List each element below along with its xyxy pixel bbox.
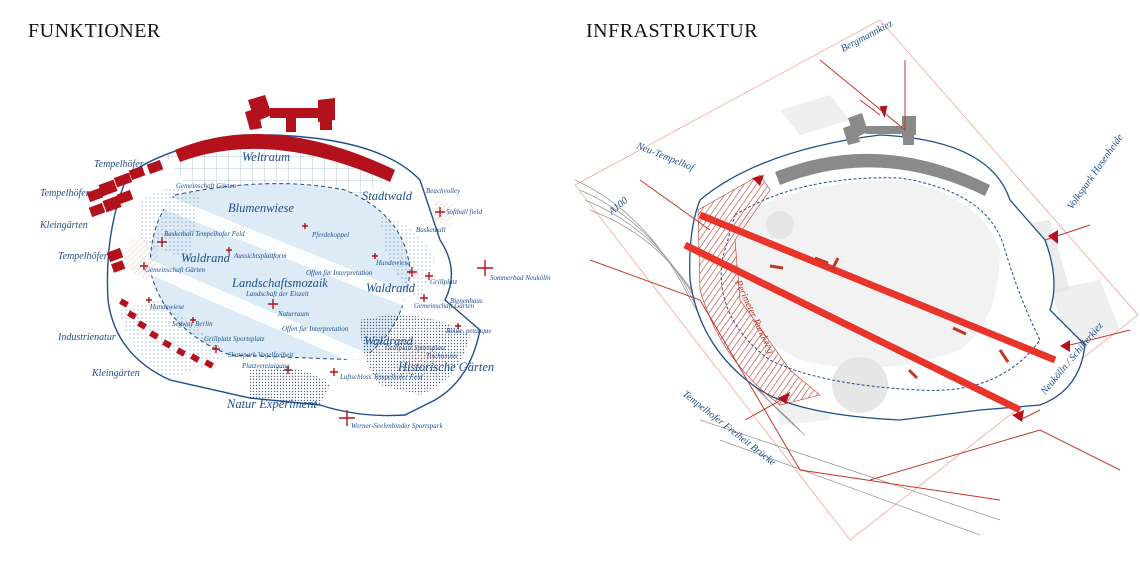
function-markers (140, 207, 493, 426)
label-platzverein: Platzvereinigung (241, 362, 290, 370)
arrow-east-icon (1048, 230, 1058, 244)
label-offen-1: Offen für Interpretation (306, 269, 373, 277)
arrow-west-icon (752, 175, 764, 186)
label-bruecke: Tempelhofer Freiheit Brücke (680, 389, 778, 469)
label-aussicht: Aussichtsplattform (233, 252, 287, 260)
label-bergmannkiez: Bergmannkiez (839, 18, 894, 54)
label-offen-2: Offen für Interpretation (282, 325, 349, 333)
label-natur-experiment: Natur Experiment (226, 397, 317, 411)
label-grillplatz-2: Grillplatz Sportsplatz (204, 335, 265, 343)
label-basketball-1: Basketball (416, 226, 446, 234)
access-arrows (752, 105, 1070, 422)
label-stadtwald: Stadtwald (362, 189, 413, 203)
label-a100: A100 (606, 195, 630, 218)
label-bienenhaus: Bienenhaus (450, 297, 483, 305)
label-kleingaerten-2: Kleingärten (91, 368, 140, 379)
label-hundewiese-2: Hundewiese (149, 303, 184, 311)
perimeter-rundweg (720, 177, 1041, 391)
infrastruktur-title: INFRASTRUKTUR (586, 20, 759, 42)
label-waldrand-3: Waldrand (364, 334, 414, 348)
label-historische-gaerten: Historische Gärten (397, 360, 494, 374)
runway-south (683, 241, 1022, 414)
label-hundewiese-1: Hundewiese (375, 259, 410, 267)
label-neu-tempelhof: Neu-Tempelhof (634, 140, 696, 174)
arrow-bottom-icon (778, 392, 790, 404)
label-softball: Softball field (446, 208, 482, 216)
funktioner-map: Weltraum Blumenwiese Stadtwald Waldrand … (39, 95, 551, 430)
label-werner: Werner-Seelenbinder Sportspark (351, 422, 443, 430)
label-basketball-2: Basketball Tempelhofer Feld (164, 230, 245, 238)
label-blumenwiese: Blumenwiese (228, 201, 294, 215)
infrastruktur-map: Bergmannkiez Neu-Tempelhof Volkspark Has… (574, 18, 1139, 541)
label-landschaftsmozaik: Landschaftsmozaik (231, 276, 328, 290)
bottom-buildings (119, 298, 214, 369)
label-weltraum: Weltraum (242, 150, 290, 164)
label-skatepark: Skatepark Vogelfreiheit (228, 351, 294, 359)
label-naturraum: Naturraum (277, 310, 309, 318)
label-sommerbad: Sommerbad Neukölln (490, 274, 551, 282)
arrow-north-icon (879, 105, 888, 118)
arrow-southeast-icon (1060, 340, 1070, 352)
label-pferdekoppel: Pferdekoppel (311, 231, 349, 239)
arrow-south-icon (1012, 410, 1024, 422)
runway-north (698, 211, 1057, 364)
label-gemeinschaft-2: Gemeinschaft Gärten (145, 266, 206, 274)
label-grillplatz-1: Grillplatz (430, 278, 458, 286)
label-landschaft-eiszeit: Landschaft der Eiszeit (245, 290, 310, 298)
label-waldrand-2: Waldrand (366, 281, 416, 295)
label-gemeinschaft-3: Gemeinschaft Gärten (414, 302, 475, 310)
taxiway-marks (769, 256, 1010, 380)
label-volkspark: Volkspark Hasenheide (1065, 132, 1125, 212)
label-waldrand-1: Waldrand (181, 251, 231, 265)
label-tempelhof-3: Tempelhöfer (58, 251, 108, 262)
label-boule: Boule, petanque (446, 327, 492, 335)
label-tempelhof-2: Tempelhöfer (40, 188, 90, 199)
label-tempelhof-1: Tempelhöfer (94, 159, 144, 170)
left-buildings (86, 159, 164, 273)
infra-terminal-arc (775, 153, 990, 196)
label-tischtennis: Tischtennis (426, 352, 458, 360)
label-kleingaerten-1: Kleingärten (39, 220, 88, 231)
label-luftschloss: Luftschloss Tempelhofer Feld (339, 373, 423, 381)
funktioner-title: FUNKTIONER (28, 20, 161, 42)
label-grillplatz-3: Grillplatz Sportsplatz (385, 344, 446, 352)
label-industrienatur: Industrienatur (57, 332, 116, 343)
label-gemeinschaft-1: Gemeinschaft Gärten (176, 182, 237, 190)
terminal-arc (175, 134, 395, 182)
label-beachvolley: Beachvolley (426, 187, 461, 195)
label-segway: Segway Berlin (172, 320, 213, 328)
terminal-building (245, 95, 335, 132)
